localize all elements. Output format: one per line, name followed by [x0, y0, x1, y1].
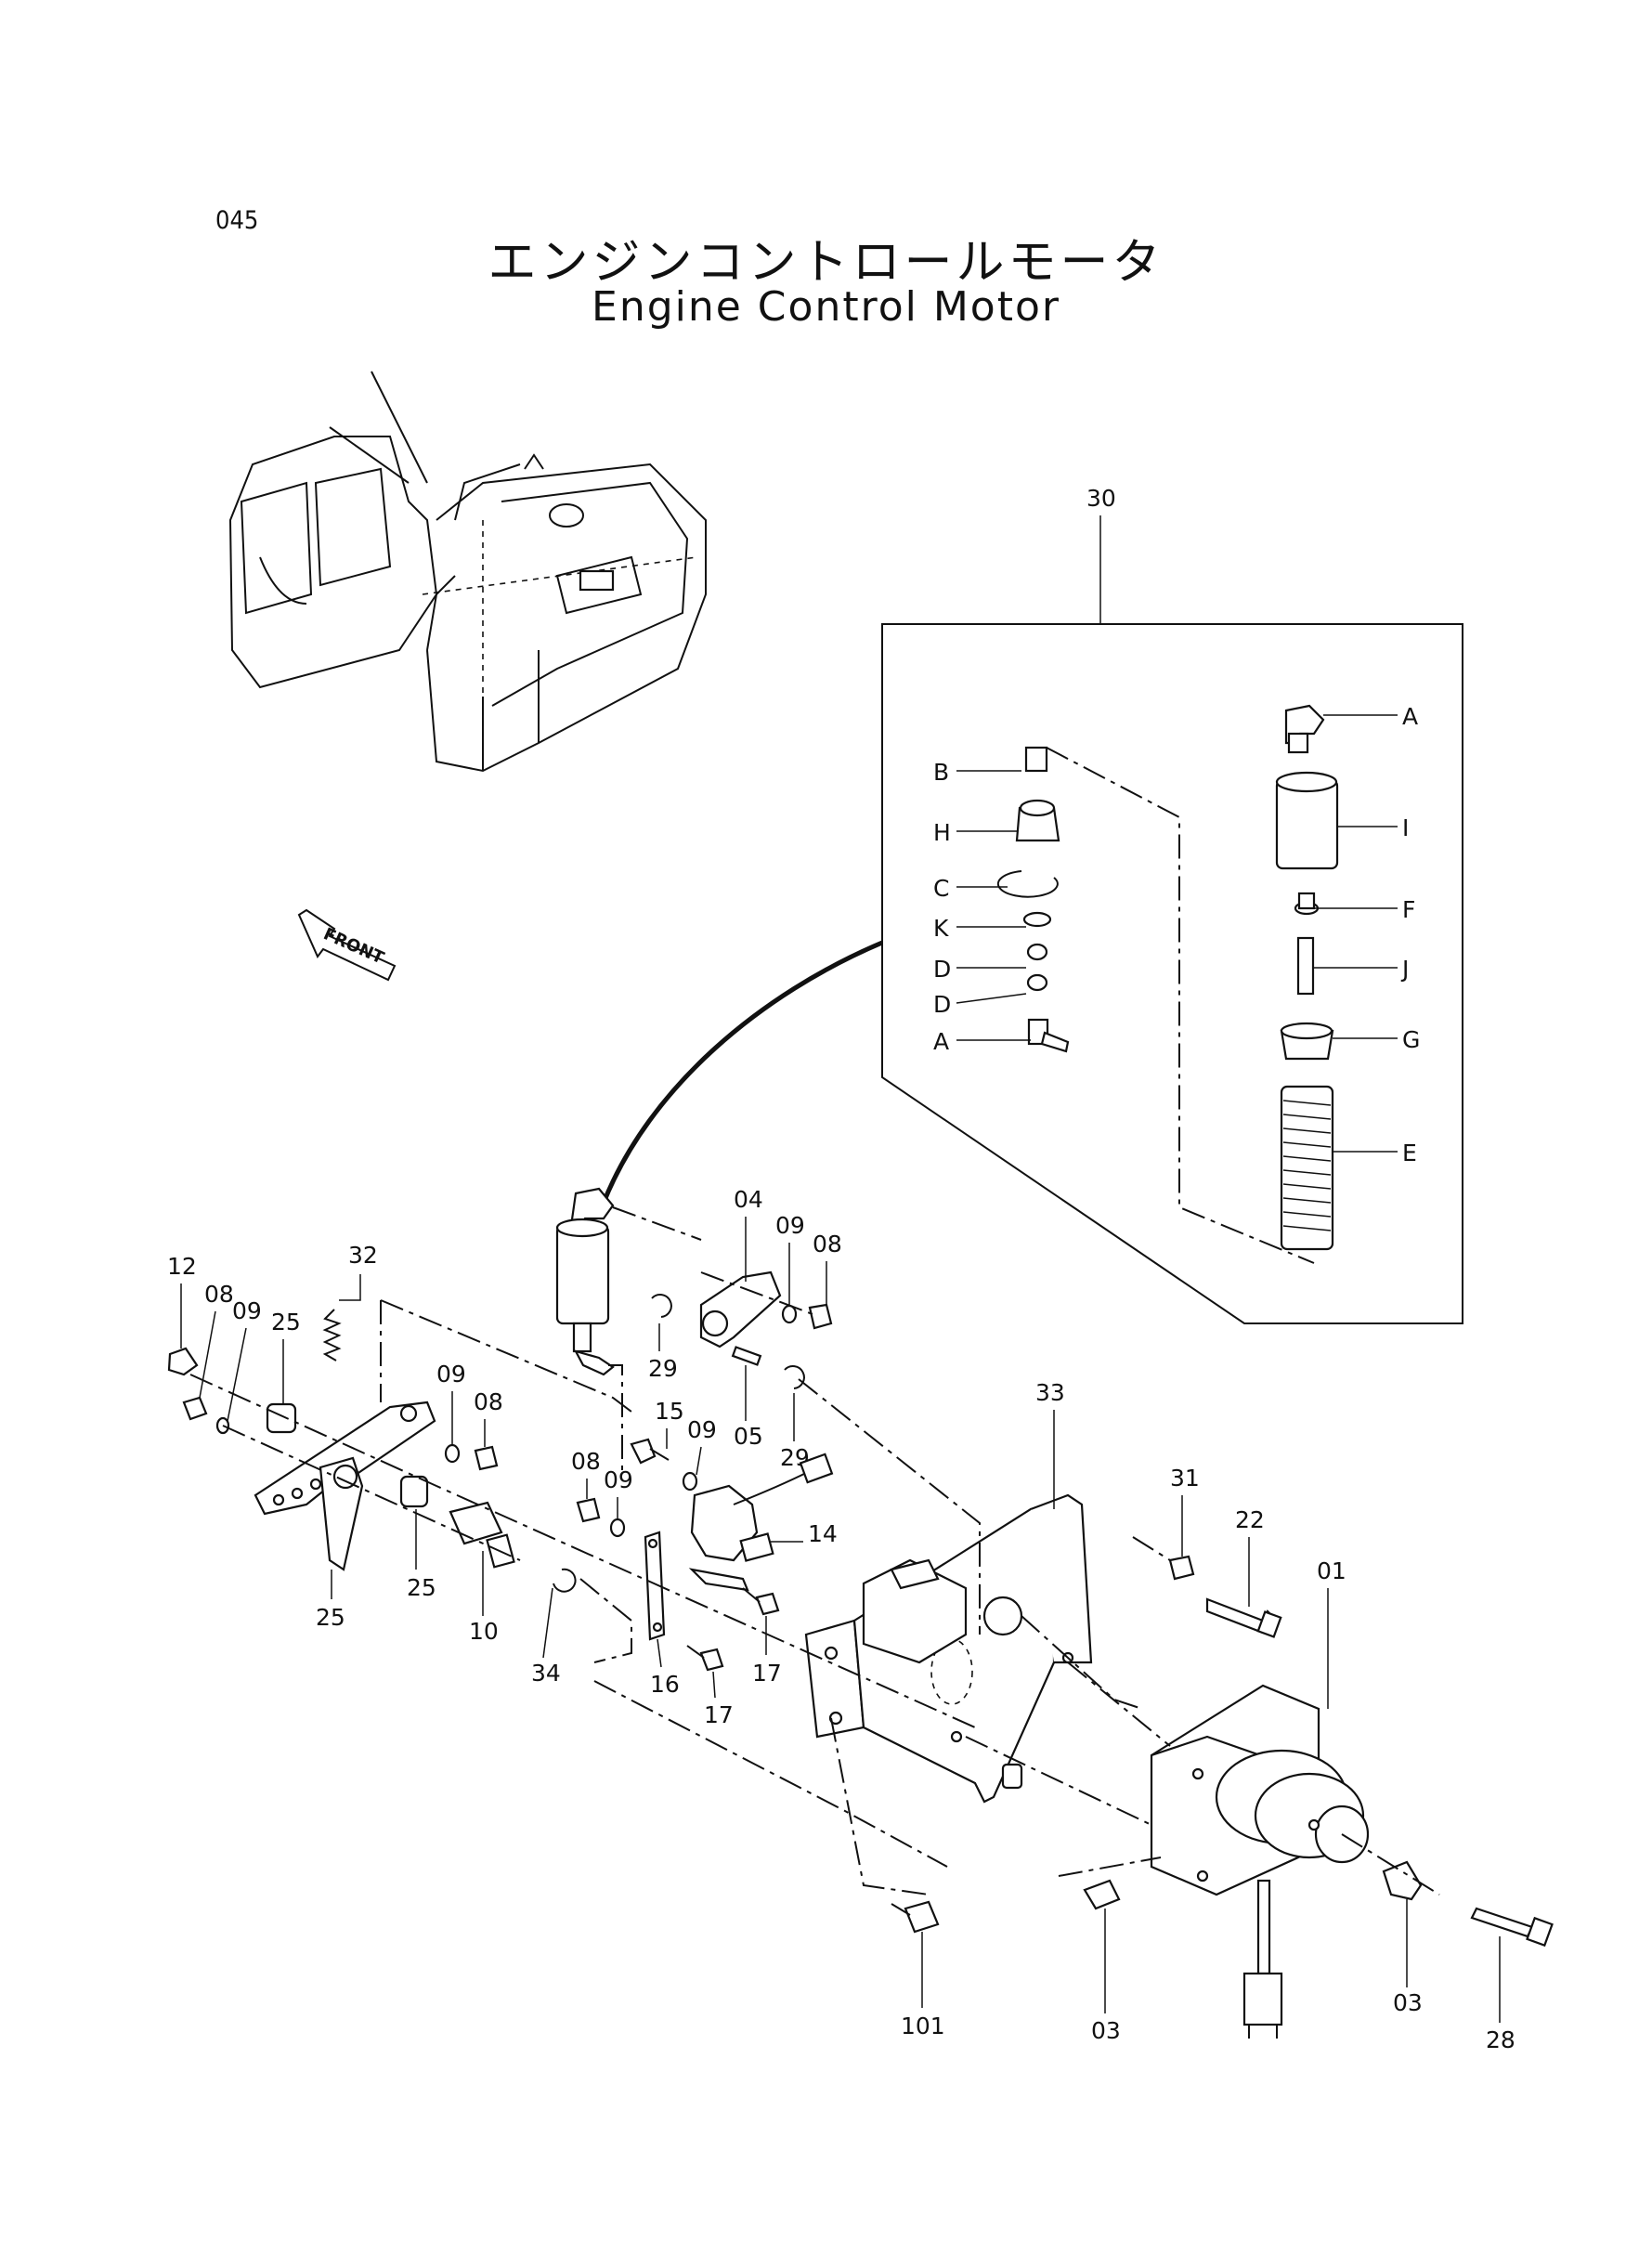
part-label-09-b: 09 — [232, 1297, 262, 1324]
title-japanese: エンジンコントロールモータ — [488, 235, 1164, 291]
detail-group-30: 30 — [881, 485, 1463, 1324]
part-label-09-d: 09 — [687, 1416, 717, 1443]
part-label-33: 33 — [1035, 1379, 1065, 1406]
detail-label-c: C — [933, 875, 949, 902]
part-label-29-a: 29 — [648, 1355, 678, 1382]
detail-label-d2: D — [933, 991, 951, 1018]
part-label-34: 34 — [531, 1660, 561, 1687]
part-label-17-b: 17 — [704, 1701, 734, 1728]
part-label-101: 101 — [901, 2013, 945, 2039]
detail-label-k: K — [933, 915, 949, 942]
part-label-08-c: 08 — [474, 1388, 503, 1415]
part-label-32: 32 — [348, 1242, 378, 1269]
part-label-25-b: 25 — [316, 1604, 345, 1631]
part-label-22: 22 — [1235, 1506, 1265, 1533]
part-label-08-b: 08 — [204, 1281, 234, 1308]
part-label-25-a: 25 — [271, 1309, 301, 1335]
detail-label-d1: D — [933, 956, 951, 983]
detail-label-f: F — [1402, 896, 1415, 923]
part-label-05: 05 — [734, 1423, 763, 1450]
detail-label-a2: A — [933, 1028, 949, 1055]
detail-connector — [601, 940, 883, 1204]
part-label-15: 15 — [655, 1398, 684, 1425]
part-label-08-a: 08 — [813, 1231, 842, 1257]
detail-label-b: B — [933, 759, 949, 786]
part-label-10: 10 — [469, 1618, 499, 1645]
part-label-03-a: 03 — [1091, 2017, 1121, 2044]
part-label-31: 31 — [1170, 1465, 1200, 1492]
part-label-14: 14 — [808, 1520, 838, 1547]
part-label-25-c: 25 — [407, 1574, 436, 1601]
part-label-01: 01 — [1317, 1557, 1346, 1584]
detail-label-h: H — [933, 819, 951, 846]
part-label-09-c: 09 — [436, 1361, 466, 1388]
front-arrow: FRONT — [297, 908, 397, 982]
part-label-04: 04 — [734, 1186, 763, 1213]
part-label-16: 16 — [650, 1671, 680, 1698]
detail-label-g: G — [1402, 1026, 1420, 1053]
part-label-28: 28 — [1486, 2026, 1515, 2053]
callout-30: 30 — [1086, 485, 1116, 512]
detail-label-i: I — [1402, 814, 1409, 841]
excavator-overview — [228, 371, 707, 773]
title-english: Engine Control Motor — [592, 283, 1060, 331]
part-label-17-a: 17 — [752, 1660, 782, 1687]
page-number: 045 — [215, 206, 259, 235]
part-label-09-a: 09 — [775, 1212, 805, 1239]
detail-label-a1: A — [1402, 703, 1418, 730]
front-label: FRONT — [320, 924, 387, 968]
part-label-08-d: 08 — [571, 1448, 601, 1475]
detail-label-e: E — [1402, 1140, 1417, 1166]
part-label-12: 12 — [167, 1253, 197, 1280]
part-label-09-e: 09 — [604, 1466, 633, 1493]
detail-label-j: J — [1400, 956, 1409, 983]
part-label-03-b: 03 — [1393, 1989, 1423, 2016]
main-assembly: 04 09 08 05 29 29 12 08 09 25 — [167, 1186, 1554, 2053]
